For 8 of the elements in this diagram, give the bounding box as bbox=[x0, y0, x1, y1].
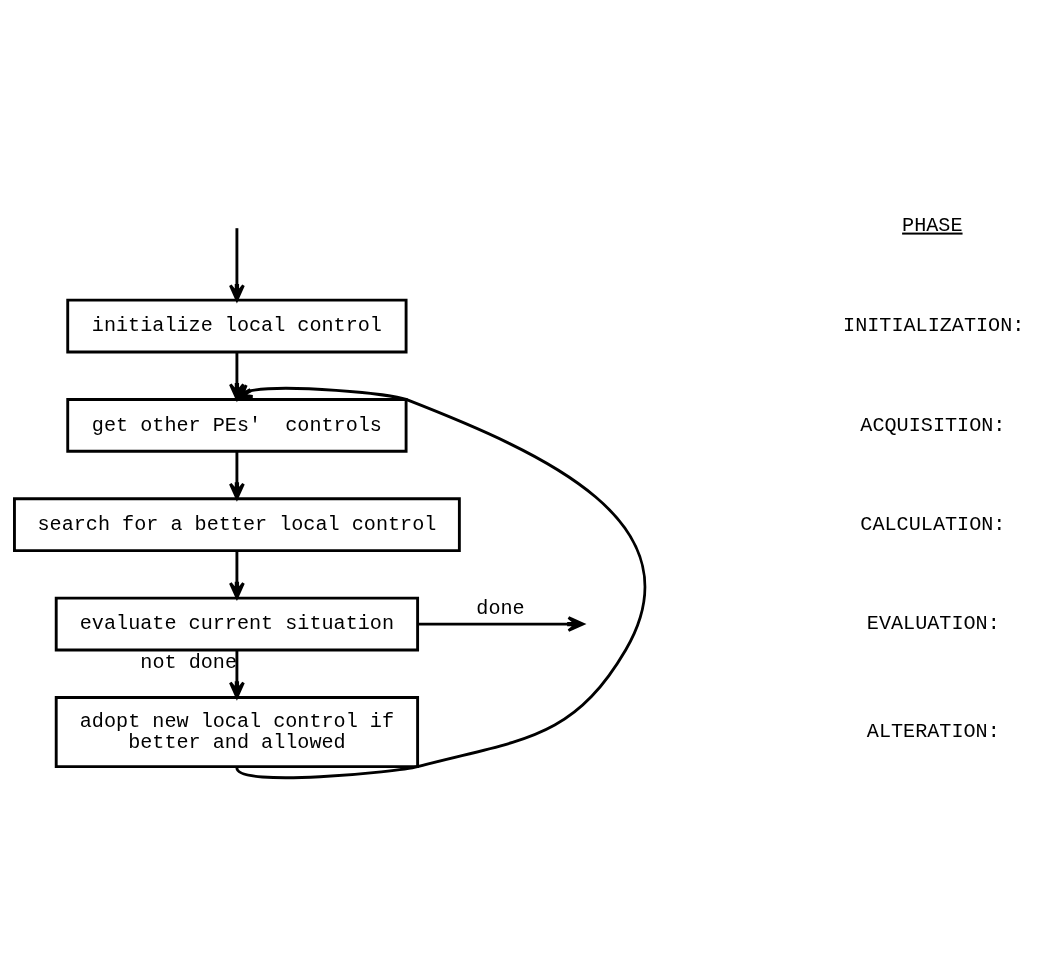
edge-label: not done bbox=[140, 651, 238, 675]
label: ACQUISITION: bbox=[860, 413, 1006, 437]
label: EVALUATION: bbox=[866, 612, 1000, 636]
label: ALTERATION: bbox=[866, 720, 1000, 744]
label: CALCULATION: bbox=[860, 513, 1006, 537]
label: PHASE bbox=[902, 213, 963, 237]
label: INITIALIZATION: bbox=[843, 314, 1025, 338]
edge-label: done bbox=[476, 597, 525, 621]
